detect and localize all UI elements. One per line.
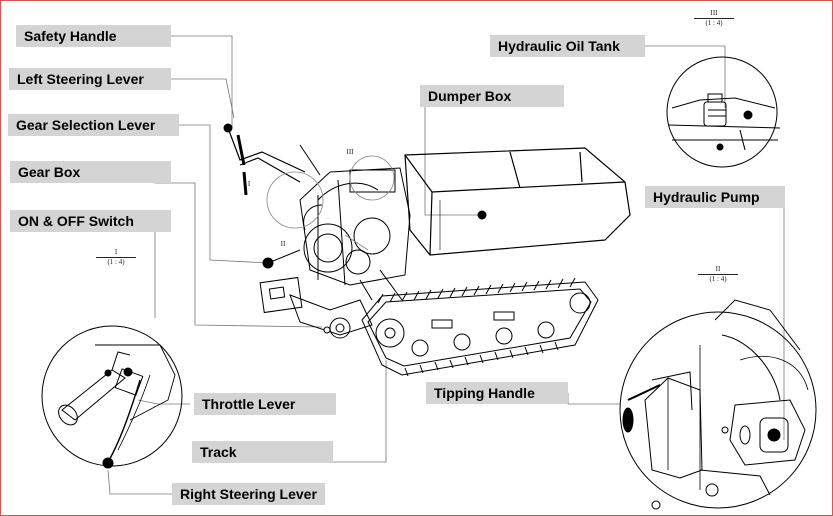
knobs <box>223 123 487 334</box>
detail-number: II <box>698 265 738 275</box>
marker-iii: III <box>346 148 354 156</box>
label-hydraulic-pump: Hydraulic Pump <box>645 186 785 208</box>
chassis-outline <box>227 127 411 339</box>
label-dumper-box: Dumper Box <box>420 85 564 107</box>
track-outline <box>361 277 599 377</box>
detail-scale: (1 : 4) <box>705 19 723 27</box>
label-throttle-lever: Throttle Lever <box>194 393 336 415</box>
marker-i: I <box>247 180 251 188</box>
label-gear-box: Gear Box <box>10 161 171 183</box>
detail-markers <box>266 155 395 251</box>
label-tipping-handle: Tipping Handle <box>426 382 568 404</box>
detail-caption-ii: II (1 : 4) <box>698 265 738 284</box>
label-safety-handle: Safety Handle <box>16 25 171 47</box>
detail-view-iii <box>666 56 781 168</box>
label-right-steering-lever: Right Steering Lever <box>172 483 325 505</box>
detail-view-i <box>41 325 183 469</box>
detail-caption-i: I (1 : 4) <box>96 248 136 267</box>
label-hydraulic-oil-tank: Hydraulic Oil Tank <box>490 35 645 57</box>
dumper-box-outline <box>404 147 631 256</box>
marker-ii: II <box>280 240 286 248</box>
detail-view-ii <box>619 299 817 510</box>
label-track: Track <box>192 441 333 463</box>
detail-number: III <box>694 9 734 19</box>
label-gear-selection-lever: Gear Selection Lever <box>8 114 179 136</box>
detail-scale: (1 : 4) <box>709 275 727 283</box>
label-on-off-switch: ON & OFF Switch <box>10 210 171 232</box>
detail-caption-iii: III (1 : 4) <box>694 9 734 28</box>
detail-number: I <box>96 248 136 258</box>
detail-scale: (1 : 4) <box>107 258 125 266</box>
label-left-steering-lever: Left Steering Lever <box>9 68 171 90</box>
